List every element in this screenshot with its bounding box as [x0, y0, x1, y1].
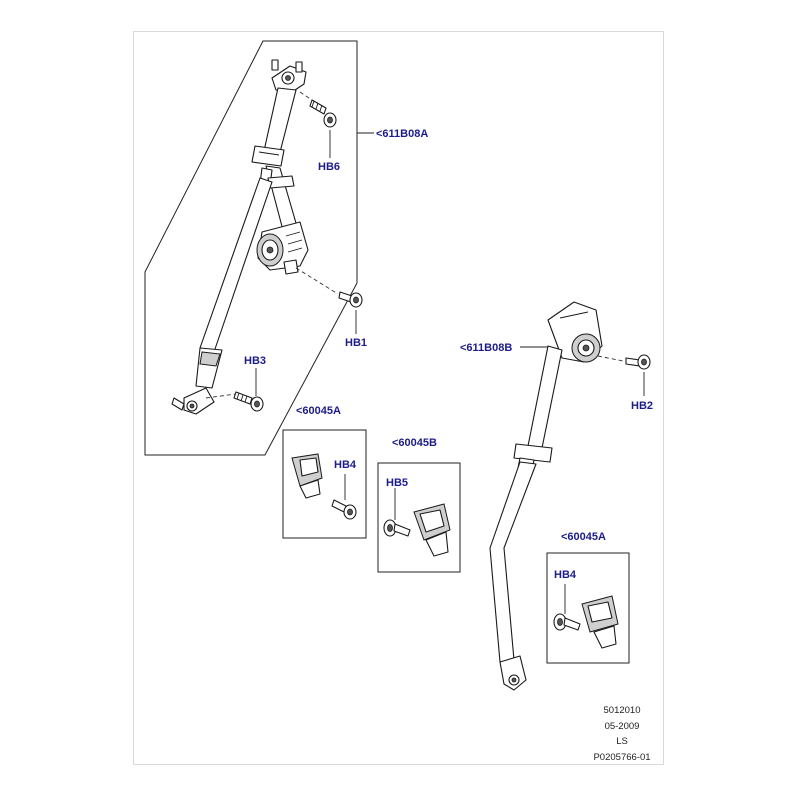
buckle-a-right-box	[546, 552, 630, 664]
label-hb4-right: HB4	[554, 569, 577, 581]
front-retractor-icon	[256, 221, 309, 275]
bolt-hb5-icon	[383, 519, 411, 537]
callout-60045b: <60045B	[392, 437, 437, 449]
rear-retractor-icon	[547, 301, 603, 363]
rear-webbing-lower	[489, 461, 537, 663]
callout-611b08b: <611B08B	[460, 342, 512, 354]
callout-611b08a: <611B08A	[376, 128, 428, 140]
label-hb6: HB6	[318, 161, 340, 173]
buckle-60045b: <60045B HB5	[377, 437, 461, 573]
buckle-a-right-icon	[581, 595, 619, 649]
buckle-b-box	[377, 462, 461, 573]
rear-lower-anchor-icon	[499, 655, 527, 691]
buckle-60045a-right: <60045A HB4	[546, 531, 630, 664]
callout-60045a-left: <60045A	[296, 405, 341, 417]
bolt-hb2-icon	[625, 354, 651, 370]
label-hb2: HB2	[631, 400, 653, 412]
bolt-hb6-icon	[309, 99, 337, 128]
ref-initials: LS	[616, 736, 628, 747]
bolt-hb4-left-icon	[331, 499, 357, 520]
lower-anchor-icon	[171, 387, 215, 415]
reference-block: 5012010 05-2009 LS P0205766-01	[593, 705, 650, 763]
buckle-a-left-box	[282, 429, 367, 539]
label-hb1: HB1	[345, 337, 367, 349]
buckle-60045a-left: <60045A HB4	[282, 405, 367, 539]
rear-seatbelt-assembly: <611B08B HB2	[460, 301, 653, 691]
bolt-hb4-right-icon	[553, 613, 581, 631]
label-hb4-left: HB4	[334, 459, 357, 471]
bolt-hb1-icon	[338, 291, 363, 308]
buckle-a-left-icon	[291, 453, 323, 499]
ref-date: 05-2009	[605, 721, 640, 732]
label-hb3: HB3	[244, 355, 266, 367]
callout-60045a-right: <60045A	[561, 531, 606, 543]
ref-code: 5012010	[604, 705, 641, 716]
rear-webbing	[527, 345, 563, 449]
buckle-b-icon	[413, 503, 451, 557]
ref-drawing-number: P0205766-01	[593, 752, 650, 763]
upper-anchor-icon	[271, 59, 307, 93]
bolt-hb3-icon	[233, 391, 264, 412]
front-seatbelt-assembly: <611B08A HB6 HB1 HB3	[144, 40, 428, 456]
label-hb5: HB5	[386, 477, 408, 489]
diagram-frame	[133, 31, 664, 765]
front-webbing-lower	[199, 177, 273, 353]
front-assembly-outline	[144, 40, 358, 456]
webbing-guide-icon	[251, 145, 285, 167]
